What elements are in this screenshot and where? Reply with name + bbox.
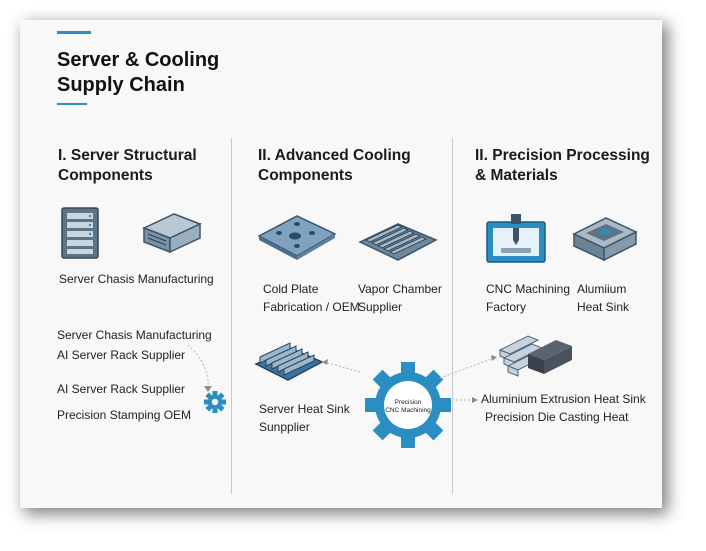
list-item: Aluminium Extrusion Heat Sink bbox=[481, 392, 646, 406]
label-vapor-chamber: Vapor Chamber Supplier bbox=[358, 282, 442, 314]
cnc-gear-icon: Precision CNC Machining bbox=[365, 362, 451, 448]
column-heading-precision: II. Precision Processing & Materials bbox=[475, 147, 650, 184]
vapor-chamber-icon bbox=[358, 223, 438, 261]
aluminium-block-icon bbox=[572, 217, 638, 262]
label-cnc-factory: CNC Machining Factory bbox=[486, 282, 571, 314]
label-cold-plate: Cold Plate Fabrication / OEM bbox=[263, 282, 360, 314]
column-heading-structural: I. Server Structural Components bbox=[58, 147, 197, 184]
list-item: AI Server Rack Supplier bbox=[57, 348, 186, 362]
connector-gear-heat-sink bbox=[323, 361, 361, 373]
column-divider-1 bbox=[231, 138, 232, 494]
page-title: Server & Cooling Supply Chain bbox=[57, 49, 220, 96]
list-item: Precision Die Casting Heat bbox=[485, 410, 629, 424]
label-server-chassis: Server Chasis Manufacturing bbox=[59, 272, 214, 286]
server-chassis-icon bbox=[142, 213, 202, 254]
label-aluminium-heat-sink: Alumiium Heat Sink bbox=[577, 282, 630, 314]
cold-plate-icon bbox=[257, 215, 337, 260]
title-accent-top bbox=[57, 31, 91, 34]
gear-text-line-1: Precision bbox=[395, 399, 422, 406]
list-item: Server Chasis Manufacturing bbox=[57, 328, 212, 342]
gear-icon bbox=[204, 391, 226, 413]
column-divider-2 bbox=[452, 138, 453, 494]
list-item: AI Server Rack Supplier bbox=[57, 382, 186, 396]
list-item: Precision Stamping OEM bbox=[57, 408, 192, 422]
cnc-machine-icon bbox=[486, 214, 546, 263]
connector-col1-gear bbox=[187, 344, 209, 389]
infographic-card: Server & Cooling Supply Chain I. Server … bbox=[20, 20, 662, 508]
column-heading-cooling: II. Advanced Cooling Components bbox=[258, 147, 411, 184]
gear-text-line-2: CNC Machining bbox=[385, 407, 431, 414]
connector-arrowhead bbox=[491, 355, 497, 361]
server-rack-icon bbox=[61, 207, 99, 259]
connector-arrowhead bbox=[472, 397, 478, 403]
extrusion-profiles-icon bbox=[498, 335, 572, 377]
label-heat-sink: Server Heat Sink Sunpplier bbox=[259, 402, 350, 434]
heat-sink-icon bbox=[254, 342, 324, 381]
title-accent-bottom bbox=[57, 103, 87, 105]
